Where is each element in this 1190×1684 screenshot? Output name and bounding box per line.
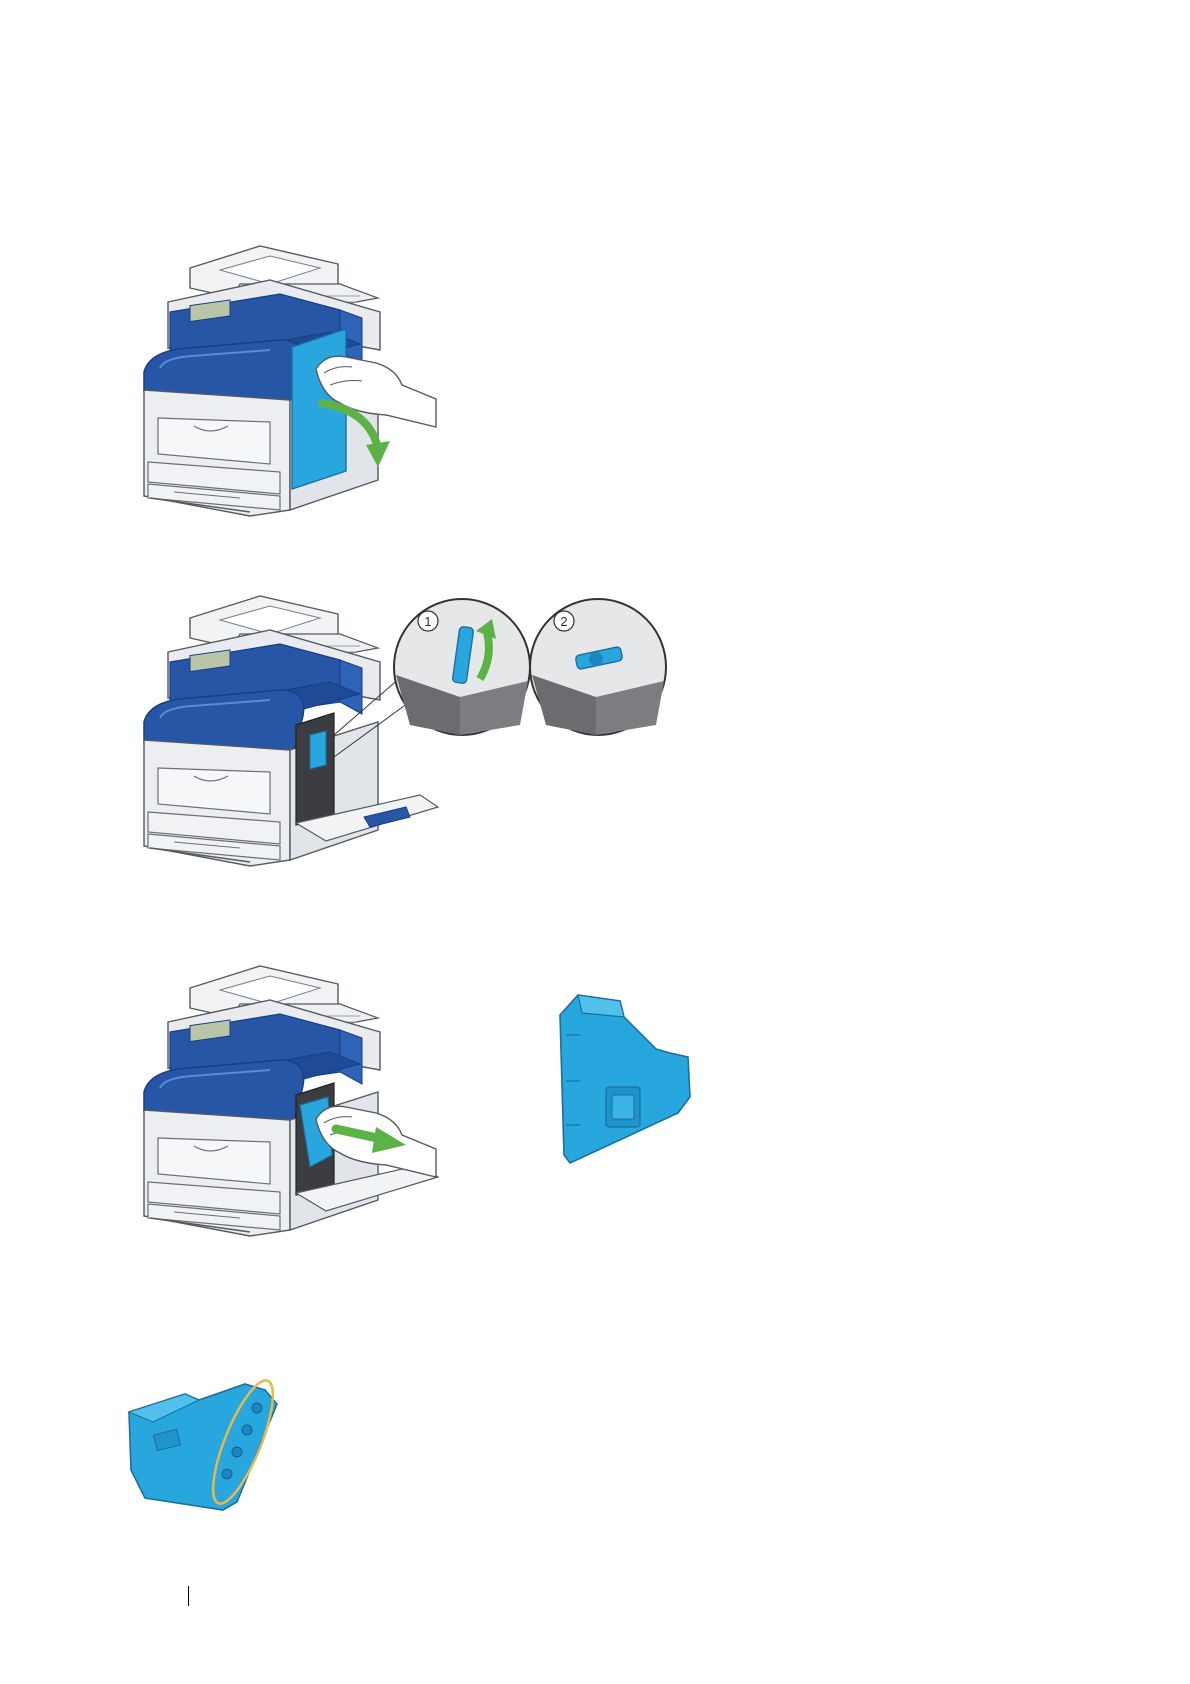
figure-unlock-lever: 1 2 bbox=[120, 585, 700, 885]
figure-waste-toner-box-openings bbox=[125, 1370, 325, 1520]
magnifier-circle-icon: 2 bbox=[530, 599, 666, 735]
waste-toner-box-icon bbox=[129, 1384, 277, 1510]
callout-1: 1 bbox=[424, 614, 431, 629]
footer-divider bbox=[188, 1586, 189, 1606]
figure-open-side-door bbox=[120, 235, 460, 535]
figure-remove-waste-toner-box bbox=[120, 955, 740, 1255]
magnifier-circle-icon: 1 bbox=[394, 599, 530, 735]
callout-2: 2 bbox=[560, 614, 567, 629]
waste-toner-box-icon bbox=[560, 995, 690, 1163]
